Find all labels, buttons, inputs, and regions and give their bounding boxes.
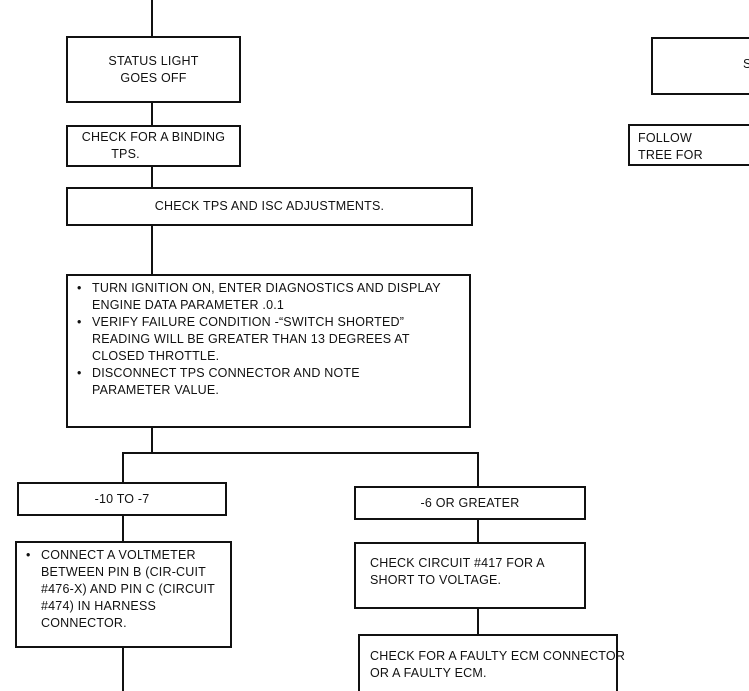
connector-circuit-to-ecm — [477, 609, 479, 634]
status-light-box: STATUS LIGHT GOES OFF — [66, 36, 241, 103]
voltmeter-box: CONNECT A VOLTMETER BETWEEN PIN B (CIR-C… — [15, 541, 232, 648]
right-top-box: S — [651, 37, 749, 95]
check-adjust-text: CHECK TPS AND ISC ADJUSTMENTS. — [154, 199, 385, 213]
steps-box: TURN IGNITION ON, ENTER DIAGNOSTICS AND … — [66, 274, 471, 428]
connector-right-to-circuit — [477, 520, 479, 542]
branch-right-label: -6 OR GREATER — [420, 495, 520, 510]
voltmeter-list: CONNECT A VOLTMETER BETWEEN PIN B (CIR-C… — [21, 547, 222, 632]
check-adjust-box: CHECK TPS AND ISC ADJUSTMENTS. — [66, 187, 473, 226]
step-item: TURN IGNITION ON, ENTER DIAGNOSTICS AND … — [72, 280, 463, 314]
step-item: DISCONNECT TPS CONNECTOR AND NOTE PARAME… — [72, 365, 463, 399]
check-ecm-line2: OR A FAULTY ECM. — [370, 666, 487, 680]
connector-branch-right-down — [477, 452, 479, 486]
check-ecm-box: CHECK FOR A FAULTY ECM CONNECTOR OR A FA… — [358, 634, 626, 691]
right-top-text: S — [743, 57, 749, 71]
connector-branch-left-down — [122, 452, 124, 482]
connector-voltmeter-down — [122, 648, 124, 691]
check-circuit-line1: CHECK CIRCUIT #417 FOR A — [370, 556, 545, 570]
connector-top — [151, 0, 153, 36]
connector-adjust-to-steps — [151, 226, 153, 274]
branch-left-label: -10 TO -7 — [94, 491, 150, 506]
right-follow-box: FOLLOW TREE FOR — [628, 124, 749, 166]
status-light-line1: STATUS LIGHT — [108, 53, 199, 68]
check-circuit-box: CHECK CIRCUIT #417 FOR A SHORT TO VOLTAG… — [354, 542, 586, 609]
status-light-line2: GOES OFF — [120, 70, 187, 85]
check-binding-line1: CHECK FOR A BINDING — [81, 130, 226, 144]
branch-left-box: -10 TO -7 — [17, 482, 227, 516]
connector-branch-horizontal — [122, 452, 479, 454]
connector-left-to-voltmeter — [122, 516, 124, 541]
connector-status-to-binding — [151, 103, 153, 125]
check-binding-box: CHECK FOR A BINDING TPS. — [66, 125, 241, 167]
voltmeter-text: CONNECT A VOLTMETER BETWEEN PIN B (CIR-C… — [21, 547, 222, 632]
right-follow-line1: FOLLOW — [638, 131, 692, 145]
check-circuit-line2: SHORT TO VOLTAGE. — [370, 573, 502, 587]
connector-binding-to-adjust — [151, 167, 153, 187]
steps-list: TURN IGNITION ON, ENTER DIAGNOSTICS AND … — [72, 280, 463, 399]
check-ecm-line1: CHECK FOR A FAULTY ECM CONNECTOR — [370, 649, 626, 663]
check-binding-line2: TPS. — [111, 147, 140, 161]
branch-right-box: -6 OR GREATER — [354, 486, 586, 520]
connector-steps-down — [151, 428, 153, 453]
right-follow-line2: TREE FOR — [638, 148, 703, 162]
step-item: VERIFY FAILURE CONDITION -“SWITCH SHORTE… — [72, 314, 463, 365]
